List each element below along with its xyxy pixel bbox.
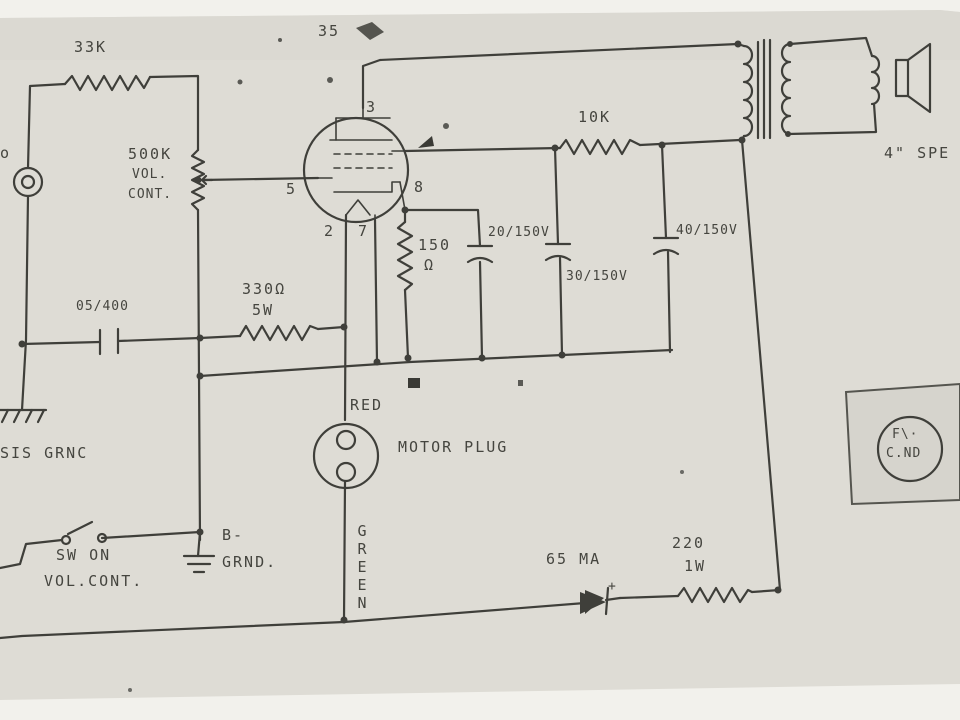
resistor-330	[238, 324, 320, 342]
capacitor-40	[652, 236, 680, 256]
label-10k: 10K	[578, 108, 612, 126]
label-cap-40: 40/150V	[676, 223, 738, 238]
label-cap-20: 20/150V	[488, 225, 550, 240]
label-chassis-ground: SIS GRNC	[0, 444, 89, 462]
motor-plug-symbol	[312, 422, 380, 490]
resistor-10k	[558, 138, 642, 156]
wires	[0, 36, 878, 640]
ink-smudges	[128, 22, 684, 692]
chassis-ground-symbol	[0, 408, 48, 424]
vacuum-tube-35	[302, 107, 410, 224]
label-b-minus: B-	[222, 526, 245, 544]
capacitor-30	[544, 242, 572, 262]
label-pin-5: 5	[286, 180, 298, 198]
resistor-33k	[63, 74, 152, 92]
label-pin-7: 7	[358, 222, 370, 240]
label-150-value: 150	[418, 236, 452, 254]
label-filter-line1: F\·	[892, 427, 919, 442]
label-filter-line2: C.ND	[886, 446, 922, 461]
potentiometer-500k	[190, 148, 214, 212]
label-330-value: 330Ω	[242, 280, 287, 298]
label-speaker: 4" SPE	[884, 144, 951, 162]
label-red: RED	[350, 396, 384, 414]
label-tube-type: 35	[318, 22, 341, 40]
label-pin-8: 8	[414, 178, 426, 196]
label-sw-on: SW ON	[56, 546, 112, 564]
label-220-watt: 1W	[684, 557, 707, 575]
label-330-watt: 5W	[252, 301, 275, 319]
input-jack-symbol	[12, 166, 44, 198]
label-rect-current: 65 MA	[546, 550, 602, 568]
label-rect-plus: +	[608, 579, 617, 594]
capacitor-coupling	[98, 327, 120, 356]
label-input-edge: o	[0, 144, 12, 162]
speaker-symbol	[870, 42, 932, 114]
label-150-unit: Ω	[424, 256, 436, 274]
label-sw-vol-cont: VOL.CONT.	[44, 572, 144, 590]
label-coupling-cap: 05/400	[76, 299, 129, 314]
junction-dots	[18, 40, 793, 624]
output-transformer	[742, 38, 792, 140]
label-33k: 33K	[74, 38, 108, 56]
capacitor-20	[466, 244, 494, 264]
rectifier-diode	[580, 586, 622, 616]
label-pin-3: 3	[366, 98, 378, 116]
label-cap-30: 30/150V	[566, 269, 628, 284]
label-motor-plug: MOTOR PLUG	[398, 438, 509, 456]
resistor-150	[396, 220, 414, 292]
b-minus-ground-symbol	[182, 554, 216, 574]
power-switch-symbol	[60, 520, 108, 546]
label-pin-2: 2	[324, 222, 336, 240]
filter-capacitor-can	[844, 382, 960, 506]
label-green: GREEN	[353, 522, 371, 612]
label-pot-cont: CONT.	[128, 187, 173, 202]
resistor-220	[676, 586, 754, 604]
label-220-value: 220	[672, 534, 706, 552]
label-pot-value: 500K	[128, 145, 173, 163]
label-b-grnd: GRND.	[222, 553, 278, 571]
label-pot-vol: VOL.	[132, 167, 168, 182]
